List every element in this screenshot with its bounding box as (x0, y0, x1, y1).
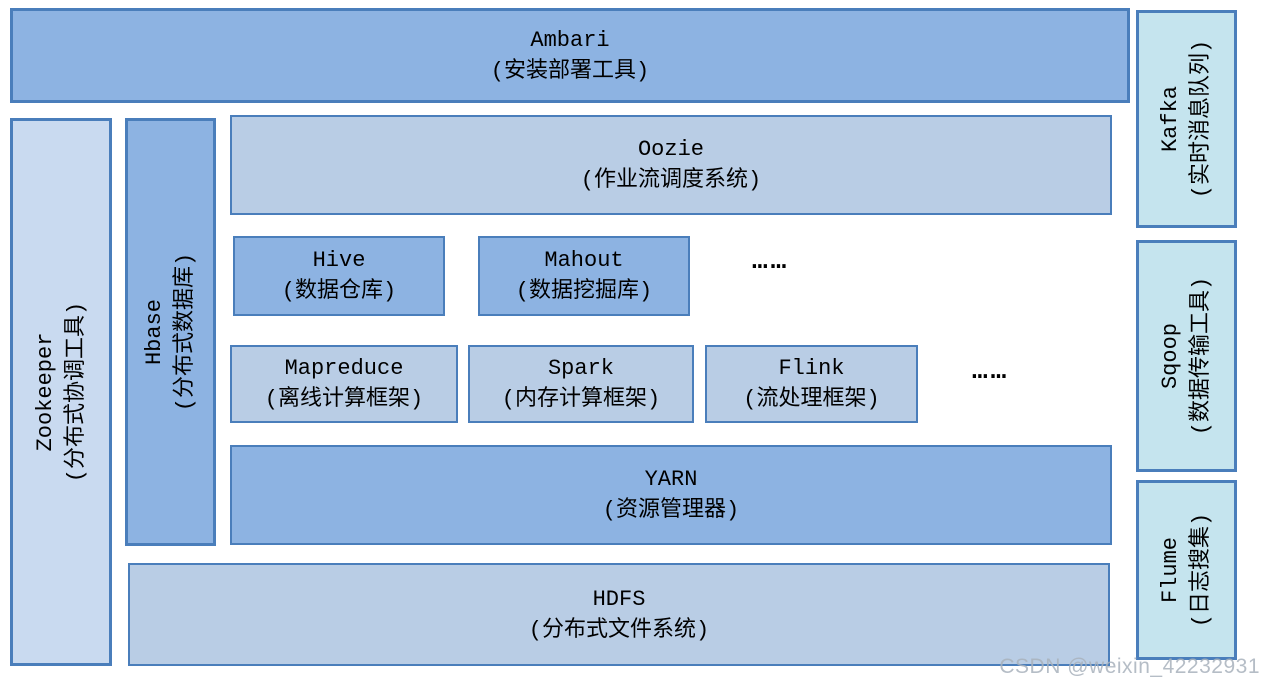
mahout-box: Mahout (数据挖掘库) (478, 236, 690, 316)
sqoop-box: Sqoop (数据传输工具) (1136, 240, 1237, 472)
sqoop-vertical-text: Sqoop (数据传输工具) (1156, 277, 1218, 435)
mahout-title: Mahout (544, 248, 624, 273)
sqoop-subtitle: (数据传输工具) (1189, 276, 1215, 436)
hbase-title: Hbase (142, 299, 168, 366)
ellipsis-row-2: …… (972, 356, 1010, 386)
mahout-subtitle: (数据挖掘库) (515, 279, 653, 304)
ambari-title: Ambari (530, 27, 610, 53)
yarn-subtitle: (资源管理器) (602, 498, 740, 523)
mapreduce-box: Mapreduce (离线计算框架) (230, 345, 458, 423)
hdfs-title: HDFS (592, 586, 646, 612)
flume-title: Flume (1158, 537, 1184, 604)
ambari-box: Ambari (安装部署工具) (10, 8, 1130, 103)
yarn-title: YARN (644, 467, 698, 492)
mapreduce-subtitle: (离线计算框架) (264, 387, 424, 412)
sqoop-title: Sqoop (1158, 323, 1184, 390)
flink-box: Flink (流处理框架) (705, 345, 918, 423)
zookeeper-vertical-text: Zookeeper (分布式协调工具) (30, 302, 92, 482)
hbase-subtitle: (分布式数据库) (173, 252, 199, 412)
kafka-box: Kafka (实时消息队列) (1136, 10, 1237, 228)
yarn-box: YARN (资源管理器) (230, 445, 1112, 545)
mapreduce-title: Mapreduce (284, 356, 404, 381)
hdfs-box: HDFS (分布式文件系统) (128, 563, 1110, 666)
oozie-title: Oozie (637, 137, 704, 162)
flink-title: Flink (778, 356, 845, 381)
hdfs-subtitle: (分布式文件系统) (528, 617, 710, 643)
spark-title: Spark (547, 356, 614, 381)
ambari-subtitle: (安装部署工具) (490, 58, 650, 84)
hbase-box: Hbase (分布式数据库) (125, 118, 216, 546)
oozie-subtitle: (作业流调度系统) (580, 168, 762, 193)
flume-box: Flume (日志搜集) (1136, 480, 1237, 660)
flume-subtitle: (日志搜集) (1189, 512, 1215, 628)
spark-subtitle: (内存计算框架) (501, 387, 661, 412)
ellipsis-row-1: …… (752, 246, 790, 276)
oozie-box: Oozie (作业流调度系统) (230, 115, 1112, 215)
zookeeper-title: Zookeeper (33, 332, 58, 452)
kafka-vertical-text: Kafka (实时消息队列) (1156, 40, 1218, 198)
flink-subtitle: (流处理框架) (743, 387, 880, 412)
flume-vertical-text: Flume (日志搜集) (1156, 513, 1218, 627)
hive-box: Hive (数据仓库) (233, 236, 445, 316)
kafka-subtitle: (实时消息队列) (1189, 39, 1215, 199)
spark-box: Spark (内存计算框架) (468, 345, 694, 423)
hive-title: Hive (312, 248, 366, 273)
kafka-title: Kafka (1158, 86, 1184, 153)
zookeeper-box: Zookeeper (分布式协调工具) (10, 118, 112, 666)
hive-subtitle: (数据仓库) (281, 279, 397, 304)
hbase-vertical-text: Hbase (分布式数据库) (140, 253, 202, 411)
csdn-watermark: CSDN @weixin_42232931 (999, 655, 1260, 678)
zookeeper-subtitle: (分布式协调工具) (64, 301, 89, 483)
